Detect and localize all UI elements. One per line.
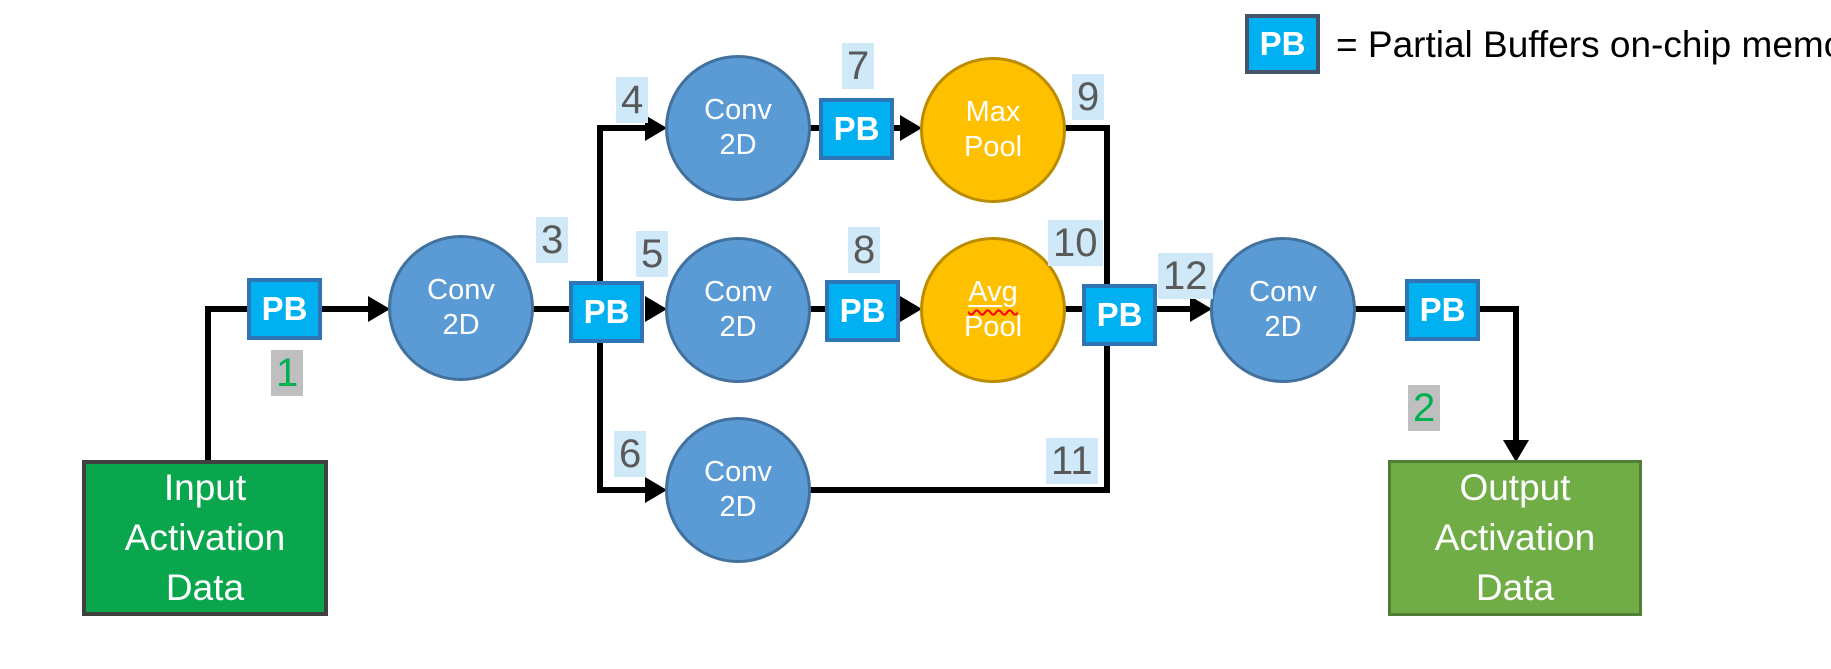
connector-convout-pb (1352, 306, 1408, 312)
conv-label-line2: 2D (1264, 311, 1302, 343)
marker-10: 10 (1048, 220, 1103, 266)
connector-convtop-pb (805, 125, 825, 131)
avgpool-label-line1: Avg (968, 275, 1017, 310)
pb-label: PB (1259, 25, 1306, 62)
connector-branch-top (597, 125, 647, 131)
legend-pb-box: PB (1245, 14, 1320, 74)
connector-branch-bottom (597, 487, 647, 493)
maxpool-label-line1: Max (965, 96, 1021, 128)
arrowhead-icon (645, 477, 667, 503)
marker-5: 5 (636, 231, 669, 277)
pb-label: PB (1419, 291, 1466, 328)
marker-11: 11 (1046, 438, 1098, 484)
conv-label-line1: Conv (704, 456, 772, 488)
pb-buffer-output: PB (1405, 279, 1480, 341)
conv-label-line2: 2D (719, 491, 757, 523)
pb-buffer-merge: PB (1082, 284, 1157, 346)
connector-output-elbow (1478, 306, 1519, 312)
connector-pb-maxpool (888, 125, 902, 131)
pb-label: PB (261, 290, 308, 327)
input-box-line3: Data (165, 567, 245, 608)
conv2d-node-top: Conv 2D (665, 55, 811, 201)
conv2d-node-1: Conv 2D (388, 235, 534, 381)
pb-label: PB (833, 110, 880, 147)
connector-maxpool-out (1062, 125, 1110, 131)
arrowhead-icon (1190, 296, 1212, 322)
conv-label-line2: 2D (442, 309, 480, 341)
input-activation-box: Input Activation Data (82, 460, 328, 616)
marker-6: 6 (614, 431, 647, 477)
arrowhead-icon (1503, 440, 1529, 462)
pb-buffer-top: PB (819, 98, 894, 160)
connector-avgpool-pb (1058, 306, 1086, 312)
conv-label-line2: 2D (719, 129, 757, 161)
conv2d-node-mid: Conv 2D (665, 237, 811, 383)
conv-label-line1: Conv (704, 94, 772, 126)
avgpool-misspelled-word: Avg (968, 276, 1018, 308)
arrowhead-icon (368, 296, 390, 322)
output-box-line3: Data (1475, 567, 1555, 608)
pb-buffer-input: PB (247, 278, 322, 340)
marker-4: 4 (616, 77, 649, 123)
legend-text: = Partial Buffers on-chip memory (1336, 24, 1831, 65)
conv2d-node-output: Conv 2D (1210, 237, 1356, 383)
marker-9: 9 (1072, 74, 1105, 120)
output-box-line2: Activation (1434, 517, 1596, 558)
arrowhead-icon (645, 115, 667, 141)
arrowhead-icon (645, 296, 667, 322)
connector-pb1-conv1 (320, 306, 370, 312)
conv-label-line2: 2D (719, 311, 757, 343)
pb-label: PB (583, 293, 630, 330)
connector-convmid-pb (805, 306, 829, 312)
conv2d-node-bottom: Conv 2D (665, 417, 811, 563)
maxpool-node: Max Pool (920, 57, 1066, 203)
marker-12: 12 (1158, 253, 1213, 299)
marker-1: 1 (271, 350, 304, 396)
maxpool-label-line2: Pool (963, 131, 1023, 163)
output-activation-box: Output Activation Data (1388, 460, 1642, 616)
arrowhead-icon (900, 296, 922, 322)
pb-buffer-branch: PB (569, 281, 644, 343)
marker-2: 2 (1408, 385, 1441, 431)
marker-3: 3 (536, 217, 569, 263)
avgpool-label-line2: Pool (963, 311, 1023, 343)
input-box-line2: Activation (124, 517, 286, 558)
conv-label-line1: Conv (427, 274, 495, 306)
connector-pbmerge-conv (1155, 306, 1193, 312)
pb-label: PB (839, 292, 886, 329)
avgpool-node: Avg Pool (920, 237, 1066, 383)
marker-7: 7 (842, 43, 875, 89)
connector-output-vertical (1513, 306, 1519, 442)
conv-label-line1: Conv (1249, 276, 1317, 308)
input-box-line1: Input (163, 467, 247, 508)
conv-label-line1: Conv (704, 276, 772, 308)
marker-8: 8 (848, 227, 881, 273)
connector-input-vertical (205, 306, 211, 462)
output-box-line1: Output (1459, 467, 1571, 508)
pb-label: PB (1096, 296, 1143, 333)
connector-convbottom-out (805, 487, 1110, 493)
connector-input-elbow (205, 306, 255, 312)
connector-conv1-pb2 (528, 306, 574, 312)
arrowhead-icon (900, 115, 922, 141)
pb-buffer-mid: PB (825, 280, 900, 342)
